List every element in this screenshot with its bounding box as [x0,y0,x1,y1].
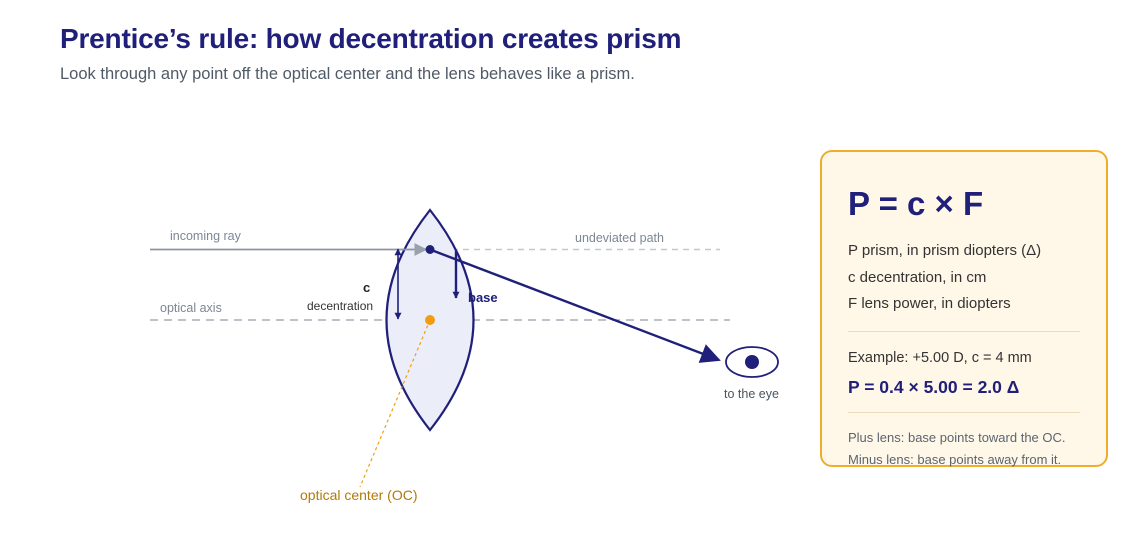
ray-entry-point [425,245,435,254]
optical-center-dot [425,315,435,325]
notes-list: Plus lens: base points toward the OC. Mi… [848,427,1080,471]
definition-list: P prism, in prism diopters (Δ) c decentr… [848,238,1080,318]
eye-pupil [745,355,759,369]
definition-f: F lens power, in diopters [848,295,1011,312]
page-title: Prentice’s rule: how decentration create… [60,23,682,54]
refracted-ray-line [429,248,721,363]
example-label: Example: +5.00 D, c = 4 mm [848,349,1032,366]
note-plus-lens: Plus lens: base points toward the OC. [848,429,1066,445]
prentice-diagram: incoming ray undeviated path optical axi… [150,208,779,503]
decentration-label: decentration [307,299,373,313]
base-label: base [468,290,498,305]
note-minus-lens: Minus lens: base points away from it. [848,451,1062,467]
incoming-ray-label: incoming ray [170,229,242,243]
undeviated-path-label: undeviated path [575,231,664,245]
definition-c: c decentration, in cm [848,268,987,286]
card-divider-2 [848,411,1080,413]
decentration-symbol-label: c [363,280,370,295]
card-divider [848,330,1080,332]
formula-card: P = c × F P prism, in prism diopters (Δ)… [820,150,1108,467]
optical-axis-label: optical axis [160,301,222,315]
optical-center-leader-line [359,319,431,488]
example-result: P = 0.4 × 5.00 = 2.0 Δ [848,376,1020,397]
definition-p: P prism, in prism diopters (Δ) [848,242,1042,259]
formula-heading: P = c × F [848,185,984,222]
page-subtitle: Look through any point off the optical c… [60,65,635,83]
to-the-eye-label: to the eye [724,387,779,401]
optical-center-label: optical center (OC) [300,487,417,503]
